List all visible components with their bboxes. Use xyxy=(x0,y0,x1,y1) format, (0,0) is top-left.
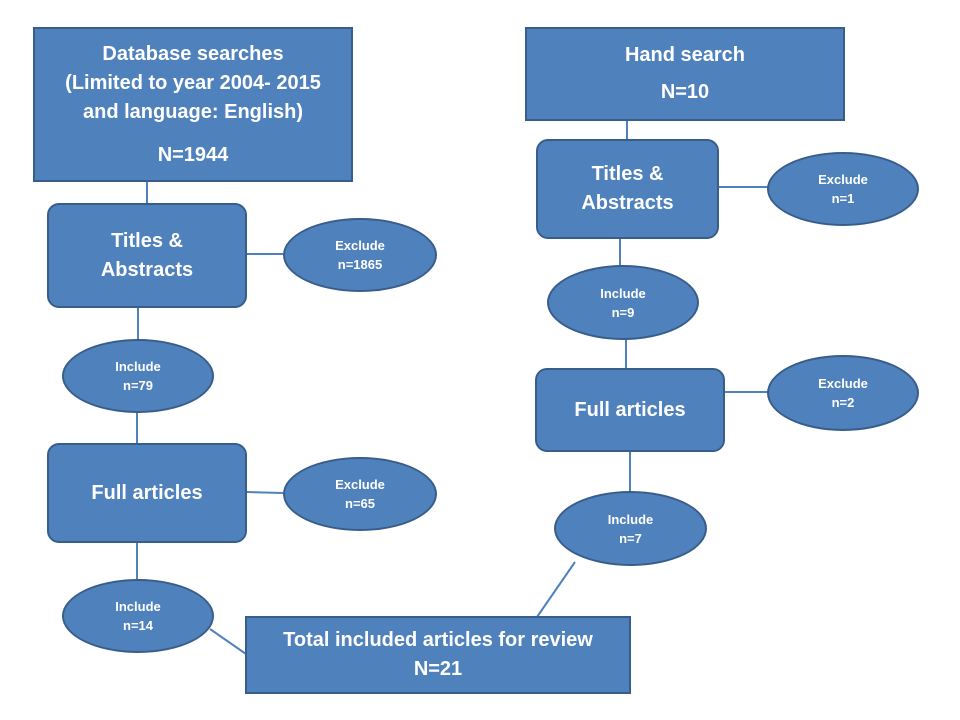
total-included-box: Total included articles for review N=21 xyxy=(245,616,631,694)
database-searches-title: Database searches xyxy=(102,42,284,65)
connector-include-to-total xyxy=(209,628,247,655)
include-oval-titles-right: Include n=9 xyxy=(547,265,699,340)
exclude-oval-full-right: Exclude n=2 xyxy=(767,355,919,431)
exclude-count: n=1865 xyxy=(337,257,383,272)
exclude-oval-titles-left: Exclude n=1865 xyxy=(283,218,437,292)
include-oval-full-right: Include n=7 xyxy=(554,491,707,566)
hand-search-count: N=10 xyxy=(660,81,710,103)
full-articles-box-left: Full articles xyxy=(47,443,247,543)
database-count: N=1944 xyxy=(157,143,229,166)
include-count: n=9 xyxy=(611,304,635,320)
exclude-count: n=2 xyxy=(831,395,855,410)
hand-search-box: Hand search N=10 xyxy=(525,27,845,121)
total-included-count: N=21 xyxy=(413,658,463,680)
database-year-limit: (Limited to year 2004- 2015 xyxy=(65,71,321,94)
exclude-label: Exclude xyxy=(335,238,385,253)
full-articles-label: Full articles xyxy=(91,481,203,504)
database-searches-box: Database searches (Limited to year 2004-… xyxy=(33,27,353,182)
exclude-count: n=1 xyxy=(831,191,855,206)
exclude-count: n=65 xyxy=(345,496,375,511)
connector-include-to-total-right xyxy=(536,561,576,618)
hand-search-title: Hand search xyxy=(624,44,746,66)
exclude-oval-full-left: Exclude n=65 xyxy=(283,457,437,531)
include-label: Include xyxy=(115,599,161,614)
exclude-label: Exclude xyxy=(818,172,868,187)
include-label: Include xyxy=(115,359,161,374)
include-oval-full-left: Include n=14 xyxy=(62,579,214,653)
titles-abstracts-line2: Abstracts xyxy=(581,192,674,214)
database-language-limit: and language: English) xyxy=(82,100,303,123)
full-articles-box-right: Full articles xyxy=(535,368,725,452)
titles-abstracts-box-right: Titles & Abstracts xyxy=(536,139,719,239)
include-label: Include xyxy=(600,285,646,301)
titles-abstracts-line1: Titles & xyxy=(111,229,183,252)
exclude-label: Exclude xyxy=(818,376,868,391)
include-label: Include xyxy=(607,511,654,527)
titles-abstracts-line1: Titles & xyxy=(591,163,664,185)
connector-full-to-exclude xyxy=(245,491,284,494)
total-included-title: Total included articles for review xyxy=(283,629,593,651)
full-articles-label: Full articles xyxy=(574,398,686,421)
titles-abstracts-line2: Abstracts xyxy=(100,258,194,281)
include-count: n=7 xyxy=(619,530,642,546)
include-oval-titles-left: Include n=79 xyxy=(62,339,214,413)
exclude-label: Exclude xyxy=(335,477,385,492)
include-count: n=14 xyxy=(123,618,153,633)
exclude-oval-titles-right: Exclude n=1 xyxy=(767,152,919,226)
titles-abstracts-box-left: Titles & Abstracts xyxy=(47,203,247,308)
include-count: n=79 xyxy=(123,378,153,393)
